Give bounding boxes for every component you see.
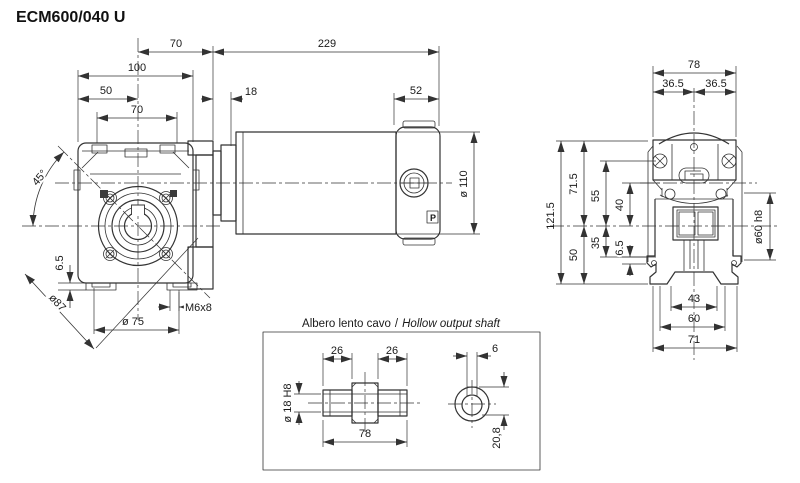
dim-key-depth: 20,8 [491, 427, 503, 448]
dim-base-width: 60 [688, 313, 700, 325]
motor-connector [399, 168, 429, 198]
dim-motor-axis-to-center: 40 [614, 199, 626, 211]
inset-border [262, 331, 541, 471]
dim-motor-diameter: ø 110 [458, 170, 470, 197]
motor-side-profile: P [187, 120, 441, 290]
dim-boss-diameter: ø60 h8 [753, 210, 765, 244]
dim-bolt-circle: ø 75 [122, 316, 144, 328]
rear-view [550, 88, 778, 360]
dim-tapped-hole: M6x8 [185, 302, 212, 314]
dim-top-to-center: 71.5 [568, 173, 580, 194]
dim-bolt-spacing: 70 [131, 104, 143, 116]
dim-foot-step: 6.5 [614, 240, 626, 255]
dim-width: 100 [128, 62, 146, 74]
hollow-shaft-inset: Albero lento cavo/Hollow output shaft 26… [262, 318, 541, 471]
dim-flange-width: 78 [688, 59, 700, 71]
keyway-notch [131, 204, 145, 215]
dim-key-width: 6 [492, 343, 498, 355]
cap-mark-label: P [430, 213, 436, 223]
dim-diagonal-diameter: ø87 [46, 292, 68, 314]
dim-cap-length: 52 [410, 85, 422, 97]
dim-shaft-length: 78 [359, 428, 371, 440]
dim-center-to-flange: 70 [170, 38, 182, 50]
dim-slot-spacing: 43 [688, 293, 700, 305]
dim-total-height: 121.5 [545, 202, 557, 230]
dim-flange-left: 36.5 [662, 78, 683, 90]
front-view-dimensions: 70 229 100 50 70 18 52 ø 110 45° 6.5 ø87… [24, 38, 480, 350]
dim-flange-right: 36.5 [705, 78, 726, 90]
dim-motor-length: 229 [318, 38, 336, 50]
inset-title: Albero lento cavo/Hollow output shaft [302, 318, 501, 330]
dim-half-width: 50 [100, 85, 112, 97]
dim-hub-left: 26 [331, 345, 343, 357]
dim-foot-height: 6.5 [54, 255, 66, 270]
dim-bore: ø 18 H8 [282, 383, 294, 422]
dim-angle: 45° [30, 168, 50, 188]
dim-center-to-foot: 35 [590, 237, 602, 249]
dim-hub-right: 26 [386, 345, 398, 357]
dim-overall-width: 71 [688, 334, 700, 346]
drawing-title: ECM600/040 U [16, 9, 125, 26]
rear-view-dimensions: 78 36.5 36.5 121.5 71.5 50 55 40 35 6.5 … [545, 59, 776, 352]
front-view-gearbox [22, 38, 452, 349]
dim-adapter-length: 18 [245, 86, 257, 98]
dim-center-to-base: 50 [568, 249, 580, 261]
dim-screw-to-center: 55 [590, 190, 602, 202]
